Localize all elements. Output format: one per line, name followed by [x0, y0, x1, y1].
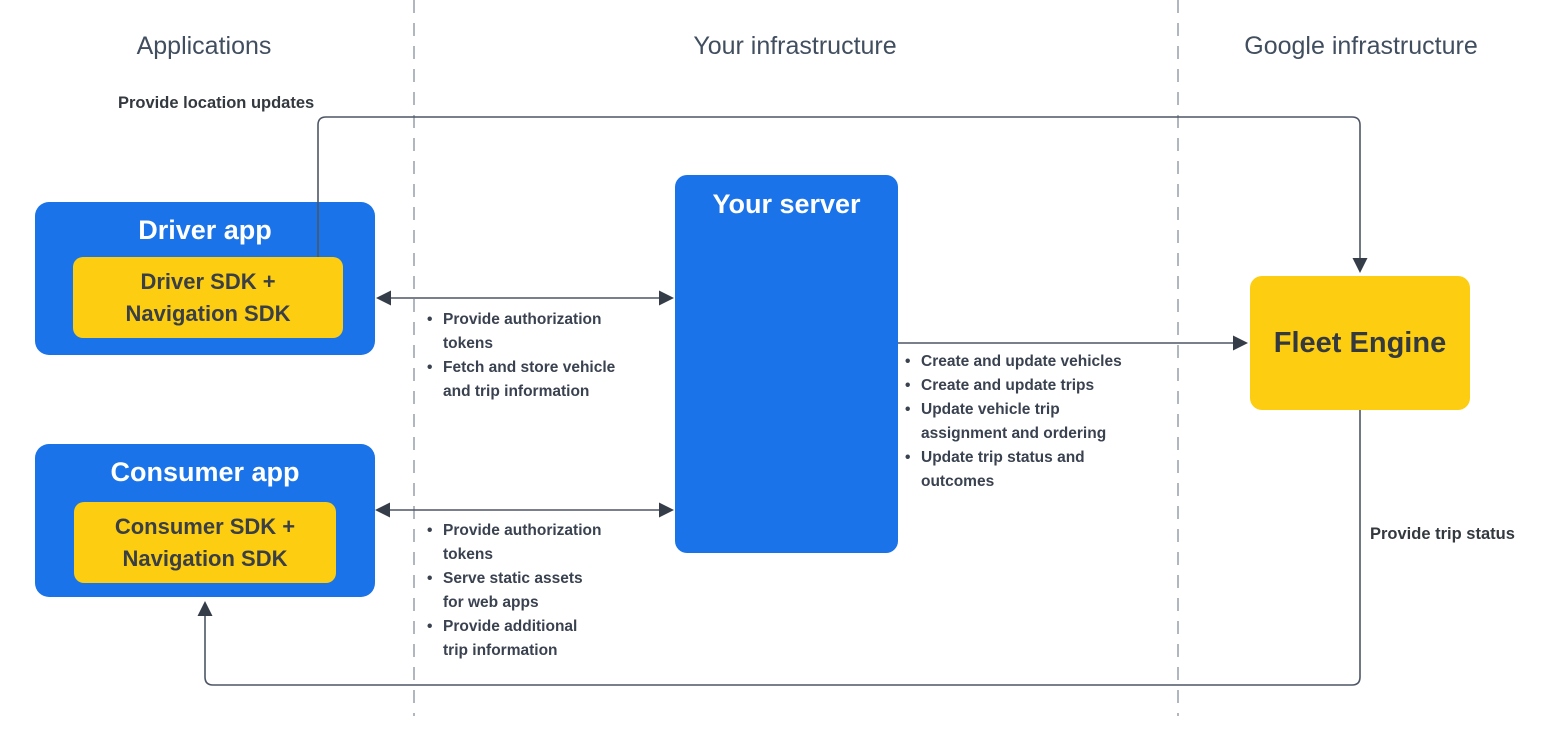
edge-server-fleet [898, 335, 1248, 351]
consumer-sdk-node: Consumer SDK + Navigation SDK [74, 502, 336, 583]
lane-header-google-infrastructure: Google infrastructure [1244, 32, 1478, 60]
arrowhead-up-icon [197, 601, 213, 616]
lane-header-your-infrastructure: Your infrastructure [693, 32, 897, 60]
your-server-node: Your server [675, 175, 898, 553]
driver-sdk-node: Driver SDK + Navigation SDK [73, 257, 343, 338]
bullet-item: Update vehicle trip assignment and order… [905, 398, 1180, 446]
provide-location-updates-label: Provide location updates [118, 94, 315, 112]
your-server-title: Your server [712, 189, 861, 219]
bullet-item: Provide additional trip information [427, 615, 667, 663]
lane-header-applications: Applications [136, 32, 272, 60]
driver-server-bullets: Provide authorization tokens Fetch and s… [427, 308, 667, 404]
arrowhead-left-icon [375, 502, 390, 518]
consumer-app-title: Consumer app [110, 457, 300, 487]
edge-driver-server-bidirectional [376, 290, 674, 306]
bullet-item: Update trip status and outcomes [905, 446, 1180, 494]
server-fleet-bullets: Create and update vehicles Create and up… [905, 350, 1180, 494]
driver-app-title: Driver app [138, 215, 272, 245]
bullet-item: Create and update vehicles [905, 350, 1180, 374]
arrowhead-right-icon [1233, 335, 1248, 351]
consumer-server-bullets: Provide authorization tokens Serve stati… [427, 519, 667, 663]
arrowhead-right-icon [659, 502, 674, 518]
arrowhead-down-icon [1352, 258, 1368, 273]
fleet-engine-node: Fleet Engine [1250, 276, 1470, 410]
bullet-item: Create and update trips [905, 374, 1180, 398]
bullet-item: Provide authorization tokens [427, 308, 667, 356]
arrowhead-right-icon [659, 290, 674, 306]
bullet-item: Provide authorization tokens [427, 519, 667, 567]
provide-trip-status-label: Provide trip status [1370, 525, 1515, 543]
bullet-item: Fetch and store vehicle and trip informa… [427, 356, 667, 404]
edge-consumer-server-bidirectional [375, 502, 674, 518]
arrowhead-left-icon [376, 290, 391, 306]
bullet-item: Serve static assets for web apps [427, 567, 667, 615]
